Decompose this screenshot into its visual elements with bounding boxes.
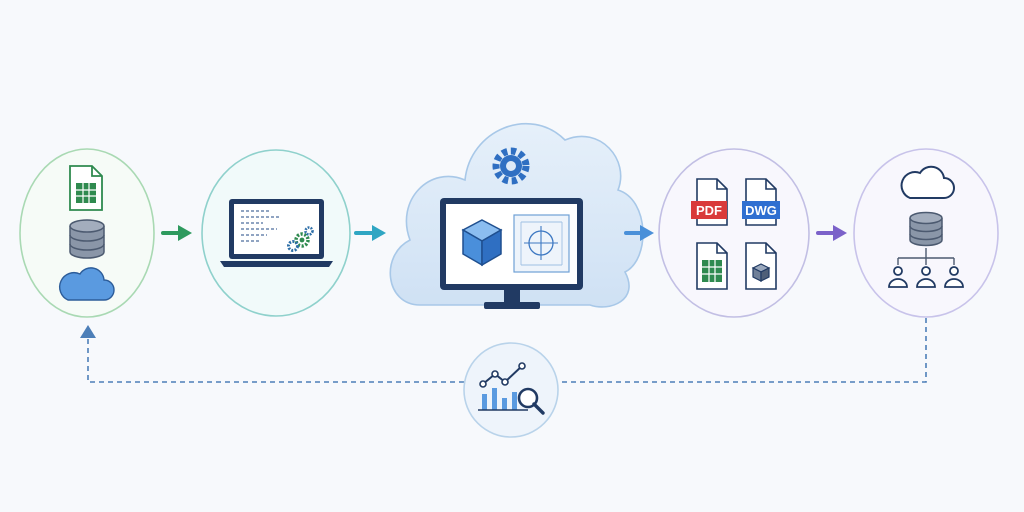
- blueprint-icon: [513, 214, 570, 273]
- database-icon: [69, 219, 105, 259]
- deliver-node: [853, 148, 999, 318]
- gear-icon: [492, 147, 530, 185]
- analytics-chart-icon: [478, 362, 528, 411]
- arrow-source-to-process: [161, 225, 192, 241]
- dwg-badge-label: DWG: [745, 203, 777, 218]
- dwg-file-icon: DWG: [742, 178, 780, 226]
- database-icon: [909, 211, 943, 247]
- feedback-loop-line: [87, 318, 927, 383]
- users-network-icon: [888, 248, 964, 288]
- cube-icon: [461, 219, 503, 267]
- arrow-outputs-to-deliver: [816, 225, 847, 241]
- 3d-model-file-icon: [745, 242, 777, 290]
- arrow-platform-to-outputs: [624, 225, 654, 241]
- spreadsheet-file-icon: [696, 242, 728, 290]
- arrow-process-to-platform: [354, 225, 386, 241]
- outputs-node: PDF DWG: [658, 148, 810, 318]
- feedback-arrowhead: [80, 325, 96, 338]
- spreadsheet-icon: [69, 165, 103, 211]
- analytics-node: [463, 342, 559, 438]
- pdf-file-icon: PDF: [691, 178, 728, 226]
- pdf-badge-label: PDF: [696, 203, 722, 218]
- source-node: [19, 148, 155, 318]
- platform-node: [389, 122, 644, 309]
- gears-icon: [287, 226, 314, 252]
- process-node: [201, 149, 351, 317]
- magnifier-icon: [517, 387, 545, 415]
- cloud-icon: [59, 267, 115, 301]
- cloud-outline-icon: [900, 165, 955, 199]
- laptop-code-icon: [220, 199, 333, 267]
